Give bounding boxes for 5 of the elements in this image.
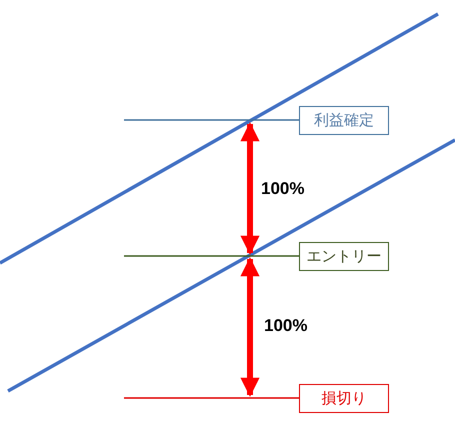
price-level-label: エントリー	[299, 242, 389, 271]
price-level-label: 利益確定	[299, 106, 389, 135]
percentage-label: 100%	[261, 179, 304, 199]
percentage-label: 100%	[264, 316, 308, 336]
price-level-label: 損切り	[299, 384, 389, 413]
